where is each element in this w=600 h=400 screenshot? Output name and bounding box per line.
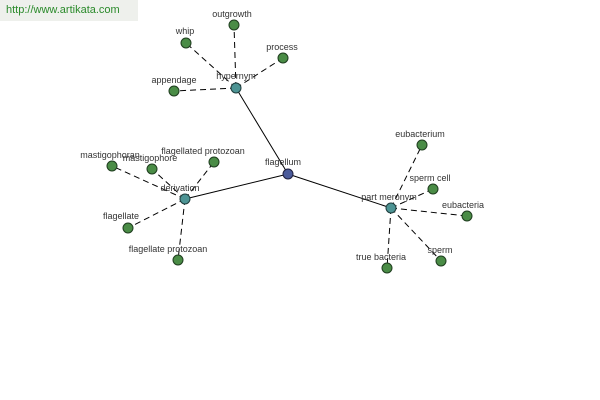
edge-center-derivation [184,173,289,200]
label-flagellated-protozoan: flagellated protozoan [161,146,245,156]
edge-part-meronym-eubacterium [390,144,423,209]
edge-derivation-flagellate-protozoan [177,198,186,261]
node-whip[interactable] [180,37,192,49]
edge-hypernym-outgrowth [233,24,237,89]
node-mastigophore[interactable] [146,163,158,175]
node-true-bacteria[interactable] [381,262,393,274]
edge-hypernym-appendage [173,87,237,92]
node-flagellate[interactable] [122,222,134,234]
edge-derivation-flagellated-protozoan [184,161,215,200]
edge-center-part-meronym [287,173,392,209]
node-part-meronym[interactable] [385,202,397,214]
label-sperm-cell: sperm cell [409,173,450,183]
label-outgrowth: outgrowth [212,9,252,19]
edge-hypernym-whip [185,42,237,89]
label-flagellate: flagellate [103,211,139,221]
node-eubacteria[interactable] [461,210,473,222]
label-derivation: derivation [160,183,199,193]
edge-derivation-mastigophore [151,168,186,200]
label-process: process [266,42,298,52]
label-flagellate-protozoan: flagellate protozoan [129,244,208,254]
label-eubacterium: eubacterium [395,129,445,139]
node-eubacterium[interactable] [416,139,428,151]
node-flagellum[interactable] [282,168,294,180]
edge-derivation-flagellate [127,198,186,229]
node-sperm[interactable] [435,255,447,267]
label-appendage: appendage [151,75,196,85]
edge-derivation-mastigophoran [111,165,186,200]
label-true-bacteria: true bacteria [356,252,406,262]
node-flagellate-protozoan[interactable] [172,254,184,266]
node-hypernym[interactable] [230,82,242,94]
label-mastigophore: mastigophore [123,153,178,163]
label-eubacteria: eubacteria [442,200,484,210]
watermark-link[interactable]: http://www.artikata.com [0,0,138,21]
edge-part-meronym-true-bacteria [386,207,392,269]
label-mastigophoran: mastigophoran [80,150,140,160]
edge-part-meronym-sperm-cell [390,188,434,209]
node-derivation[interactable] [179,193,191,205]
label-sperm: sperm [427,245,452,255]
node-process[interactable] [277,52,289,64]
label-flagellum: flagellum [265,157,301,167]
node-mastigophoran[interactable] [106,160,118,172]
edge-part-meronym-sperm [390,207,442,262]
edge-part-meronym-eubacteria [390,207,468,217]
label-whip: whip [175,26,195,36]
edge-center-hypernym [235,87,289,175]
label-hypernym: hypernym [216,71,256,81]
node-sperm-cell[interactable] [427,183,439,195]
node-outgrowth[interactable] [228,19,240,31]
node-flagellated-protozoan[interactable] [208,156,220,168]
node-appendage[interactable] [168,85,180,97]
label-part-meronym: part meronym [361,192,417,202]
